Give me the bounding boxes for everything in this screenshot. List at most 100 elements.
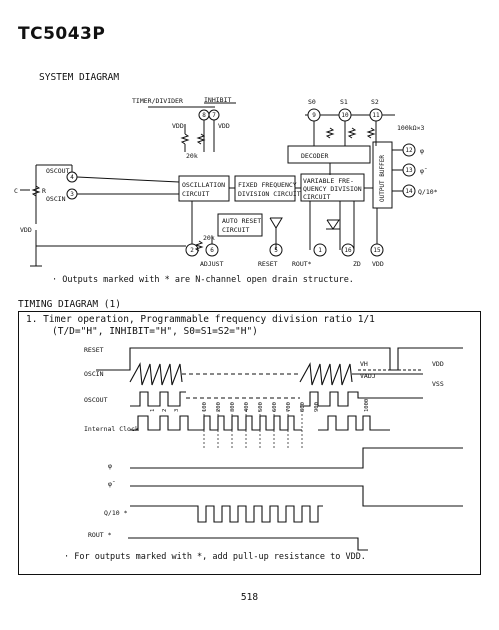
vss-level-label: VSS	[432, 380, 444, 388]
q10-waveform	[130, 505, 323, 523]
var-block-line2: QUENCY DIVISION	[303, 185, 362, 193]
pin-12	[402, 143, 416, 157]
vdd-label-1: VDD	[172, 122, 184, 130]
pin-11-label: 11	[372, 112, 380, 119]
auto-reset-line1: AUTO RESET	[222, 217, 261, 225]
osc-out-waveform-b	[300, 391, 423, 407]
s1-label: S1	[340, 98, 348, 106]
osc-out-waveform-a	[130, 391, 186, 407]
pin-1-label: 1	[318, 247, 322, 254]
vdd-label-2: VDD	[218, 122, 230, 130]
count-1000: 1000	[364, 399, 370, 412]
osc-in-waveform-a	[129, 362, 183, 386]
pin-7-label: 7	[212, 112, 216, 119]
pullup-label: 100kΩ×3	[397, 124, 424, 132]
zd-label: ZD	[353, 260, 361, 268]
system-diagram-heading: SYSTEM DIAGRAM	[39, 72, 120, 83]
pin-10-label: 10	[341, 112, 349, 119]
phi-label: φ	[420, 147, 424, 155]
pin-2-label: 2	[190, 247, 194, 254]
pin-9-label: 9	[312, 112, 316, 119]
c-label: C	[14, 187, 18, 195]
pin-12-label: 12	[405, 147, 413, 154]
phi-waveform	[130, 447, 463, 469]
auto-reset-line2: CIRCUIT	[222, 226, 249, 234]
phibar-waveform	[130, 485, 463, 507]
r-label: R	[42, 187, 46, 195]
osc-out-signal-label: OSCOUT	[84, 396, 108, 404]
fixed-block-line2: DIVISION CIRCUIT	[238, 190, 301, 198]
osc-block-line2: CIRCUIT	[182, 190, 209, 198]
var-block-line1: VARIABLE FRE-	[303, 177, 354, 185]
timing-diagram: RESET OSCIN OSCOUT Internal Clock φ φ̄ Q…	[84, 346, 463, 551]
count-300: 300	[230, 402, 236, 412]
pin-5-label: 5	[274, 247, 278, 254]
reset-label: RESET	[258, 260, 278, 268]
decoder-block	[287, 145, 371, 164]
r20k-label-a: 20k	[186, 152, 198, 160]
count-2: 2	[162, 409, 168, 412]
phi-signal-label: φ	[108, 462, 112, 470]
count-800: 800	[300, 402, 306, 412]
s2-label: S2	[371, 98, 379, 106]
fixed-block-line1: FIXED FREQUENCY	[238, 181, 297, 189]
adjust-label: ADJUST	[200, 260, 224, 268]
inhibit-label: INHIBIT	[204, 96, 231, 104]
s0-label: S0	[308, 98, 316, 106]
pin-5	[269, 243, 283, 257]
pin-16-label: 16	[344, 247, 352, 254]
osc-in-signal-label: OSCIN	[84, 370, 104, 378]
timing-title-line1: 1. Timer operation, Programmable frequen…	[26, 314, 375, 325]
phibar-signal-label: φ̄	[108, 480, 115, 488]
osc-out-label: OSCOUT	[46, 167, 70, 175]
pin-14	[402, 184, 416, 198]
osc-in-waveform-b	[299, 362, 353, 386]
rout-label: ROUT*	[292, 260, 312, 268]
vdd-input-label: VDD	[20, 226, 32, 234]
system-note: · Outputs marked with * are N-channel op…	[52, 275, 354, 285]
reset-signal-label: RESET	[84, 346, 104, 354]
decoder-label: DECODER	[301, 152, 328, 160]
vh-label: VH	[360, 360, 368, 368]
pin-15-label: 15	[373, 247, 381, 254]
r20k-label-c: 20k	[203, 234, 215, 242]
internal-clock-waveform	[130, 415, 198, 431]
pin-1	[313, 243, 327, 257]
internal-clock-signal-label: Internal Clock	[84, 425, 139, 433]
q10-signal-label: Q/10 *	[104, 509, 128, 517]
page-number: 518	[240, 592, 259, 603]
pin-14-label: 14	[405, 188, 413, 195]
count-100: 100	[202, 402, 208, 412]
var-block-line3: CIRCUIT	[303, 193, 330, 201]
pin-4-label: 4	[70, 174, 74, 181]
pin-16	[341, 243, 355, 257]
page-title: TC5043P	[18, 24, 106, 44]
count-1: 1	[150, 409, 156, 412]
pin-3-label: 3	[70, 191, 74, 198]
vdd-level-label: VDD	[432, 360, 444, 368]
count-400: 400	[244, 402, 250, 412]
rout-waveform	[128, 537, 368, 551]
count-200: 200	[216, 402, 222, 412]
output-buffer-label: OUTPUT BUFFER	[379, 155, 386, 202]
output-buffer-block	[372, 141, 393, 209]
vadj-label: VADJ	[360, 372, 376, 380]
timing-title-line2: (T/D="H", INHIBIT="H", S0=S1=S2="H")	[52, 326, 258, 337]
pin-8-label: 8	[202, 112, 206, 119]
rout-signal-label: ROUT *	[88, 531, 112, 539]
system-diagram: TIMER/DIVIDER INHIBIT S0 S1 S2 VDD VDD 1…	[14, 96, 438, 268]
q10-label: Q/10*	[418, 188, 438, 196]
pin-13-label: 13	[405, 167, 413, 174]
auto-reset-block	[217, 213, 263, 237]
timing-diagram-heading: TIMING DIAGRAM (1)	[18, 299, 121, 310]
pin-6-label: 6	[210, 247, 214, 254]
osc-block-line1: OSCILLATION	[182, 181, 225, 189]
reset-waveform	[96, 347, 463, 371]
count-500: 500	[258, 402, 264, 412]
timer-divider-label: TIMER/DIVIDER	[132, 97, 183, 105]
count-3: 3	[174, 409, 180, 412]
count-600: 600	[272, 402, 278, 412]
pin-13	[402, 163, 416, 177]
phibar-label: φ̄	[420, 167, 427, 175]
count-700: 700	[286, 402, 292, 412]
